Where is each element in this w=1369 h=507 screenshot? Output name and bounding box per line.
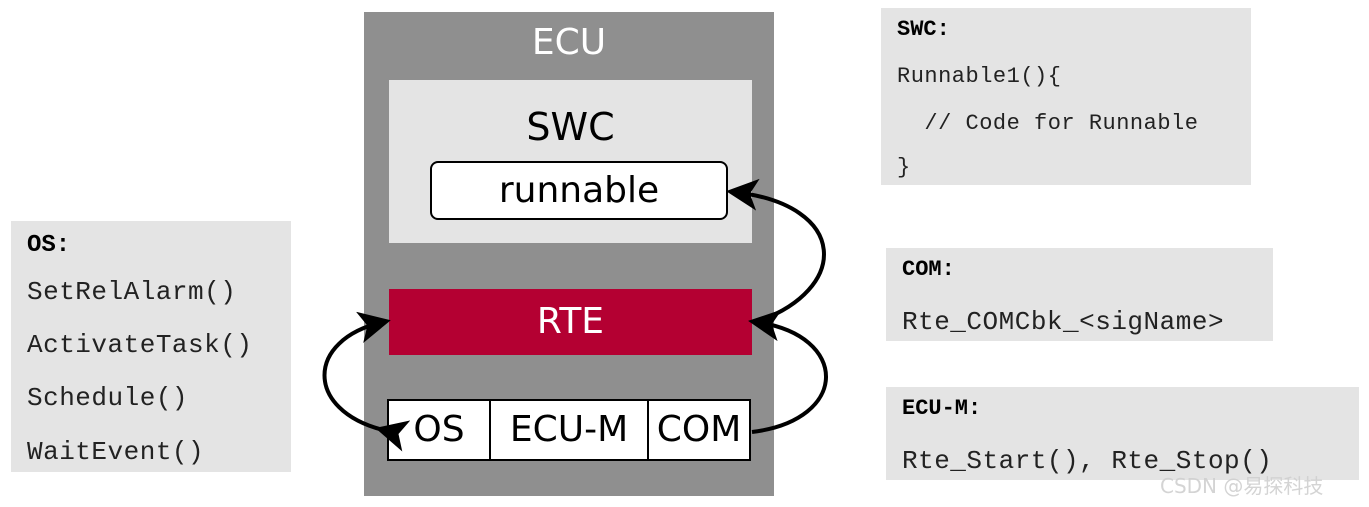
rte-box: RTE	[389, 289, 752, 355]
swc-panel-header: SWC:	[897, 17, 950, 42]
swc-code-line: }	[897, 155, 911, 180]
swc-code-line: Runnable1(){	[897, 64, 1062, 89]
os-api-line: SetRelAlarm()	[27, 277, 237, 307]
bsw-modules-row: OS ECU-M COM	[387, 399, 751, 461]
com-api-panel: COM: Rte_COMCbk_<sigName>	[886, 248, 1273, 341]
arrow-rte-to-runnable	[726, 178, 826, 324]
os-panel-header: OS:	[27, 232, 71, 259]
ecum-panel-header: ECU-M:	[902, 396, 982, 421]
ecum-api-panel: ECU-M: Rte_Start(), Rte_Stop()	[886, 387, 1359, 480]
arrow-os-rte-bidirectional	[322, 311, 411, 452]
swc-code-panel: SWC: Runnable1(){ // Code for Runnable }	[881, 8, 1251, 185]
os-api-panel: OS: SetRelAlarm() ActivateTask() Schedul…	[11, 221, 291, 472]
os-api-line: ActivateTask()	[27, 330, 253, 360]
com-api-line: Rte_COMCbk_<sigName>	[902, 307, 1225, 337]
com-panel-header: COM:	[902, 257, 955, 282]
arrow-com-to-rte	[748, 309, 828, 434]
swc-code-line: // Code for Runnable	[897, 111, 1199, 136]
runnable-box: runnable	[430, 161, 728, 220]
watermark: CSDN @易探科技	[1160, 474, 1324, 498]
ecum-api-line: Rte_Start(), Rte_Stop()	[902, 446, 1273, 476]
ecu-title: ECU	[531, 22, 607, 63]
os-api-line: Schedule()	[27, 383, 189, 413]
swc-title: SWC	[526, 105, 615, 149]
os-api-line: WaitEvent()	[27, 437, 205, 467]
bsw-module-os: OS	[413, 409, 465, 450]
bsw-module-com: COM	[647, 401, 749, 459]
bsw-module-ecum: ECU-M	[489, 401, 647, 459]
